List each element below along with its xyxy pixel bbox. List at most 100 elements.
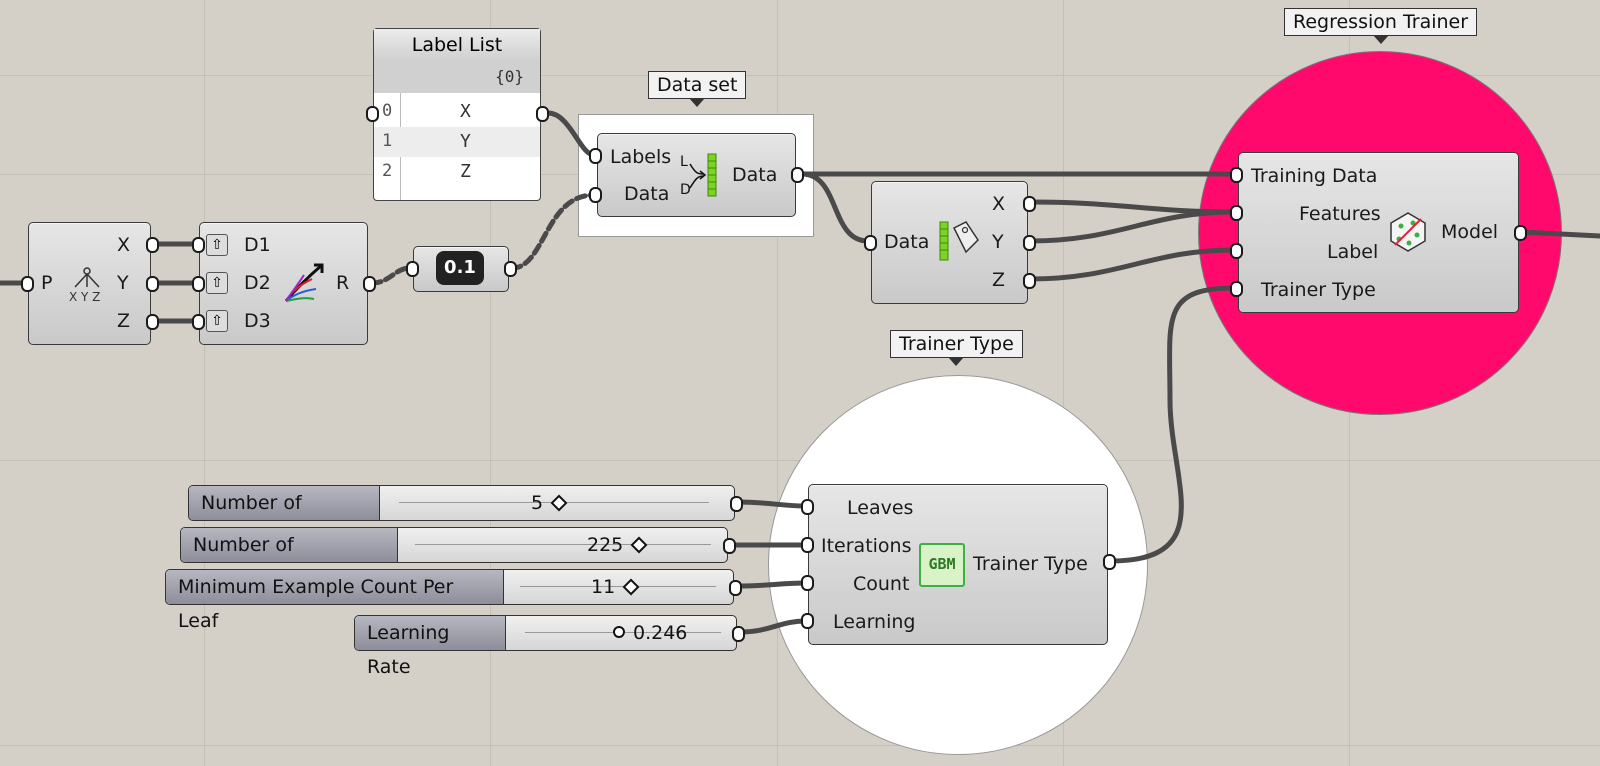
output-port[interactable] — [1514, 225, 1527, 241]
output-port[interactable] — [791, 167, 804, 183]
input-port[interactable] — [366, 106, 379, 122]
number-slider[interactable]: Minimum Example Count Per Leaf 11 — [165, 569, 734, 632]
list-item: 0 X — [374, 97, 540, 127]
vector-component[interactable]: ⇧ ⇧ ⇧ D1 D2 D3 R — [199, 222, 368, 345]
regression-trainer-component[interactable]: Training Data Features Label Trainer Typ… — [1238, 152, 1519, 313]
input-training-data-label: Training Data — [1251, 165, 1378, 187]
wire — [734, 580, 809, 589]
number-param[interactable]: 0.1 — [413, 246, 509, 292]
data-tag-icon — [939, 221, 979, 261]
slider-label: Minimum Example Count Per Leaf — [166, 570, 504, 632]
wire-dashed — [369, 265, 413, 286]
wire — [1027, 247, 1237, 282]
input-port[interactable] — [21, 276, 34, 292]
svg-text:X Y Z: X Y Z — [69, 290, 100, 304]
input-iterations-label: Iterations — [821, 535, 912, 557]
input-port[interactable] — [1230, 167, 1243, 183]
regression-trainer-tag: Regression Trainer — [1284, 8, 1478, 44]
wire — [1027, 209, 1237, 244]
panel-title: Label List — [374, 29, 540, 62]
output-trainer-type-label: Trainer Type — [973, 553, 1088, 575]
model-icon — [1390, 212, 1426, 252]
graft-icon[interactable]: ⇧ — [206, 234, 228, 256]
input-port[interactable] — [406, 261, 419, 277]
trainer-type-tag: Trainer Type — [890, 330, 1023, 366]
graft-icon[interactable]: ⇧ — [206, 272, 228, 294]
slider-track[interactable] — [415, 544, 711, 545]
item-index: 1 — [382, 131, 393, 151]
item-value: Z — [460, 161, 471, 182]
output-port[interactable] — [363, 276, 376, 292]
wire — [1027, 199, 1237, 215]
number-slider[interactable]: Number of Leaves 5 — [188, 485, 735, 548]
slider-value: 5 — [531, 492, 544, 514]
data-set-component[interactable]: Labels Data L D Data — [597, 133, 796, 217]
output-port[interactable] — [536, 106, 549, 122]
slider-value: 11 — [591, 576, 616, 598]
grid-line — [777, 0, 778, 766]
output-data-label: Data — [732, 164, 778, 186]
number-param-hex: 0.1 — [436, 251, 484, 285]
graft-icon[interactable]: ⇧ — [206, 310, 228, 332]
output-r-label: R — [336, 272, 350, 294]
input-data-label: Data — [624, 183, 670, 205]
output-port[interactable] — [732, 626, 745, 642]
output-port[interactable] — [723, 538, 736, 554]
output-port[interactable] — [1023, 235, 1036, 251]
wire — [734, 499, 809, 509]
wire — [799, 171, 871, 244]
output-x-label: X — [117, 234, 131, 256]
input-port[interactable] — [1230, 243, 1243, 259]
input-port[interactable] — [801, 499, 814, 515]
slider-knob[interactable] — [630, 536, 648, 554]
data-set-tag: Data set — [648, 71, 747, 107]
slider-value: 0.246 — [633, 622, 688, 644]
output-port[interactable] — [504, 261, 517, 277]
slider-knob[interactable] — [613, 626, 625, 638]
item-value: Y — [460, 131, 471, 152]
number-slider[interactable]: Number of Iterations 225 — [180, 527, 728, 590]
slider-knob[interactable] — [550, 494, 568, 512]
input-port[interactable] — [589, 187, 602, 203]
trainer-type-component[interactable]: Leaves Iterations Count Learning GBM Tra… — [808, 484, 1108, 645]
input-port[interactable] — [192, 314, 205, 330]
output-port[interactable] — [146, 237, 159, 253]
gbm-icon: GBM — [919, 543, 965, 587]
output-port[interactable] — [146, 314, 159, 330]
deconstruct-point-component[interactable]: P X Y Z X Y Z — [28, 222, 151, 345]
input-port[interactable] — [1230, 281, 1243, 297]
input-port[interactable] — [864, 235, 877, 251]
input-port[interactable] — [801, 575, 814, 591]
slider-label: Number of Leaves — [189, 486, 380, 548]
deconstruct-data-component[interactable]: Data X Y Z — [871, 181, 1028, 304]
input-port[interactable] — [801, 613, 814, 629]
input-port[interactable] — [192, 237, 205, 253]
grid-line — [1063, 0, 1064, 766]
wire-dashed — [509, 192, 597, 271]
input-port[interactable] — [589, 148, 602, 164]
output-port[interactable] — [1023, 273, 1036, 289]
grid-line — [0, 75, 1600, 76]
list-item: 1 Y — [374, 127, 540, 157]
output-port[interactable] — [730, 496, 743, 512]
output-port[interactable] — [1023, 196, 1036, 212]
slider-knob[interactable] — [622, 578, 640, 596]
xyz-decompose-icon: X Y Z — [69, 267, 100, 304]
list-item: 2 Z — [374, 157, 540, 187]
input-label-label: Label — [1327, 241, 1379, 263]
input-port[interactable] — [1230, 205, 1243, 221]
panel-branch-row: {0} — [374, 61, 540, 93]
output-port[interactable] — [729, 580, 742, 596]
slider-value: 225 — [587, 534, 624, 556]
input-port[interactable] — [801, 537, 814, 553]
label-list-panel[interactable]: Label List {0} 0 X 1 Y 2 Z — [373, 28, 541, 201]
number-slider[interactable]: Learning Rate 0.246 — [354, 615, 737, 678]
output-port[interactable] — [1103, 554, 1116, 570]
slider-track[interactable] — [520, 586, 716, 587]
output-port[interactable] — [146, 276, 159, 292]
output-z-label: Z — [117, 310, 131, 332]
input-port[interactable] — [192, 276, 205, 292]
svg-text:L: L — [680, 154, 688, 170]
